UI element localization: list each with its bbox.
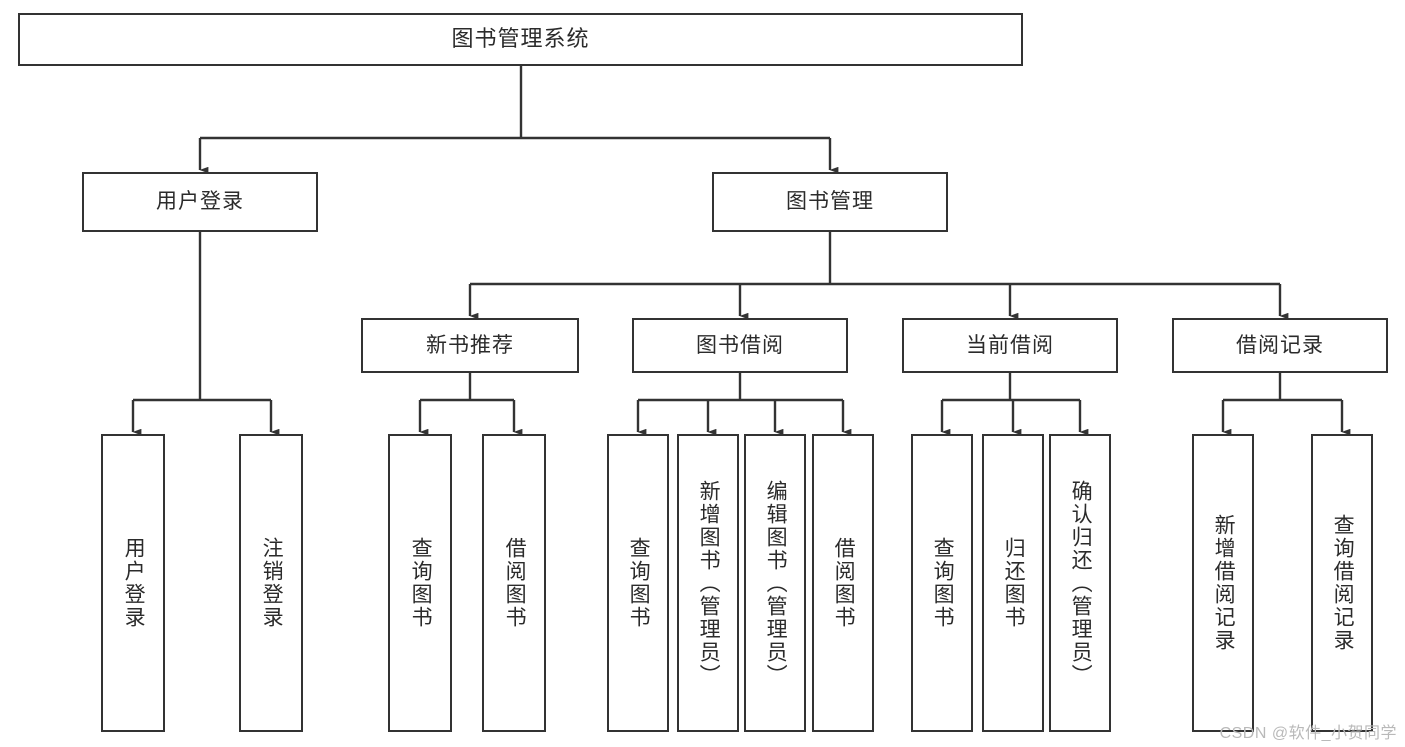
edge-paths [131, 66, 1351, 436]
node-l_qrec[interactable]: 查询借阅记录 [1311, 434, 1373, 732]
node-l_logout[interactable]: 注销登录 [239, 434, 303, 732]
node-l_login[interactable]: 用户登录 [101, 434, 165, 732]
node-label: 当前借阅 [966, 333, 1054, 357]
node-label: 图书管理 [786, 190, 874, 214]
node-root[interactable]: 图书管理系统 [18, 13, 1023, 66]
node-label: 新增借阅记录 [1212, 514, 1236, 652]
node-l_addrec[interactable]: 新增借阅记录 [1192, 434, 1254, 732]
node-label: 新书推荐 [426, 333, 514, 357]
node-l_editbook[interactable]: 编辑图书（管理员） [744, 434, 806, 732]
node-label: 确认归还（管理员） [1069, 479, 1093, 687]
node-label: 查询图书 [627, 537, 651, 629]
node-records[interactable]: 借阅记录 [1172, 318, 1388, 373]
node-label: 图书管理系统 [451, 26, 590, 52]
node-label: 注销登录 [260, 537, 284, 629]
node-label: 编辑图书（管理员） [764, 479, 788, 687]
node-current[interactable]: 当前借阅 [902, 318, 1118, 373]
node-label: 借阅图书 [503, 537, 527, 629]
node-label: 用户登录 [156, 190, 244, 214]
node-l_bbook2[interactable]: 借阅图书 [812, 434, 874, 732]
node-newbook[interactable]: 新书推荐 [361, 318, 579, 373]
node-label: 借阅图书 [832, 537, 856, 629]
node-bookmgmt[interactable]: 图书管理 [712, 172, 948, 232]
node-login[interactable]: 用户登录 [82, 172, 318, 232]
node-borrow[interactable]: 图书借阅 [632, 318, 848, 373]
node-l_addbook[interactable]: 新增图书（管理员） [677, 434, 739, 732]
node-l_bbook1[interactable]: 借阅图书 [482, 434, 546, 732]
node-label: 图书借阅 [696, 333, 784, 357]
node-l_qbook3[interactable]: 查询图书 [911, 434, 973, 732]
node-l_qbook1[interactable]: 查询图书 [388, 434, 452, 732]
node-label: 查询借阅记录 [1331, 514, 1355, 652]
node-label: 查询图书 [931, 537, 955, 629]
node-label: 新增图书（管理员） [697, 479, 721, 687]
node-l_qbook2[interactable]: 查询图书 [607, 434, 669, 732]
node-l_confirm[interactable]: 确认归还（管理员） [1049, 434, 1111, 732]
node-l_return[interactable]: 归还图书 [982, 434, 1044, 732]
node-label: 归还图书 [1002, 537, 1026, 629]
node-label: 借阅记录 [1236, 333, 1324, 357]
node-label: 查询图书 [409, 537, 433, 629]
node-label: 用户登录 [122, 537, 146, 629]
